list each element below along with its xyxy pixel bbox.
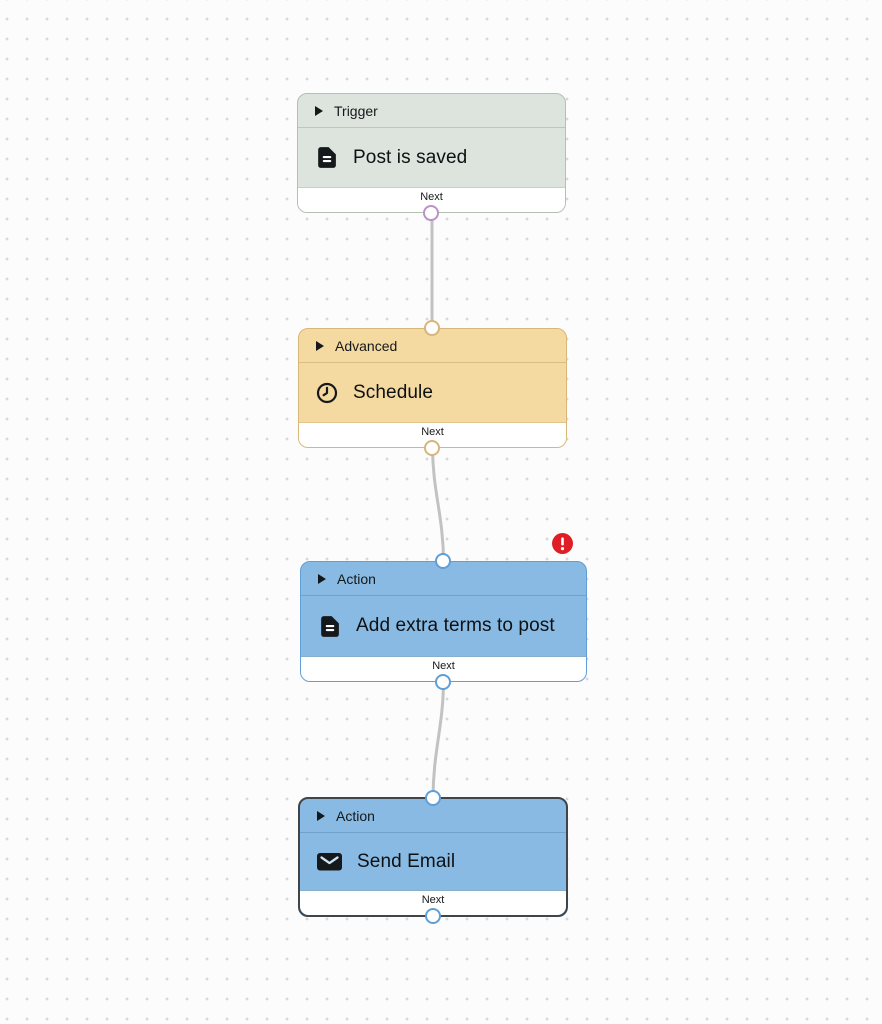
- node-title: Add extra terms to post: [356, 615, 555, 636]
- node-trigger[interactable]: Trigger Post is saved Next: [297, 93, 566, 221]
- output-port[interactable]: [435, 674, 451, 690]
- output-port-label: Next: [421, 426, 444, 438]
- input-port[interactable]: [424, 320, 440, 336]
- node-add-extra-terms[interactable]: Action Add extra terms to post Next: [300, 533, 587, 690]
- output-port-label: Next: [421, 894, 445, 906]
- node-schedule-header[interactable]: Advanced: [299, 329, 566, 363]
- node-title: Send Email: [357, 850, 456, 872]
- node-send-email-header[interactable]: Action: [300, 799, 566, 833]
- collapse-triangle-icon[interactable]: [318, 573, 326, 584]
- node-send-email-body[interactable]: Send Email: [300, 833, 566, 890]
- error-badge[interactable]: [552, 533, 573, 554]
- node-add-extra-terms-header[interactable]: Action: [301, 562, 586, 596]
- node-category-label: Trigger: [334, 102, 378, 119]
- document-icon: [314, 145, 339, 170]
- node-send-email[interactable]: Action Send Email Next: [298, 790, 568, 924]
- output-port[interactable]: [424, 908, 441, 924]
- node-title: Post is saved: [353, 146, 468, 168]
- collapse-triangle-icon[interactable]: [317, 810, 325, 821]
- edge-action1-to-action2: [431, 678, 445, 801]
- node-trigger-body[interactable]: Post is saved: [298, 128, 565, 187]
- node-title: Schedule: [353, 381, 434, 403]
- document-icon: [317, 614, 342, 639]
- output-port-label: Next: [420, 191, 443, 203]
- node-add-extra-terms-body[interactable]: Add extra terms to post: [301, 596, 586, 656]
- node-category-label: Action: [337, 570, 376, 587]
- output-port[interactable]: [424, 440, 440, 456]
- node-output-row: Next: [298, 187, 565, 212]
- edge-advanced-to-action1: [431, 444, 445, 565]
- node-schedule-body[interactable]: Schedule: [299, 363, 566, 422]
- input-port[interactable]: [424, 790, 441, 806]
- clock-icon: [315, 381, 339, 405]
- node-category-label: Advanced: [335, 337, 398, 354]
- node-category-label: Action: [336, 807, 375, 824]
- output-port-label: Next: [432, 660, 455, 672]
- node-schedule[interactable]: Advanced Schedule Next: [298, 320, 567, 456]
- collapse-triangle-icon[interactable]: [315, 105, 323, 116]
- node-trigger-header[interactable]: Trigger: [298, 94, 565, 128]
- collapse-triangle-icon[interactable]: [316, 340, 324, 351]
- output-port[interactable]: [423, 205, 439, 221]
- input-port[interactable]: [435, 553, 451, 569]
- envelope-icon: [316, 849, 343, 874]
